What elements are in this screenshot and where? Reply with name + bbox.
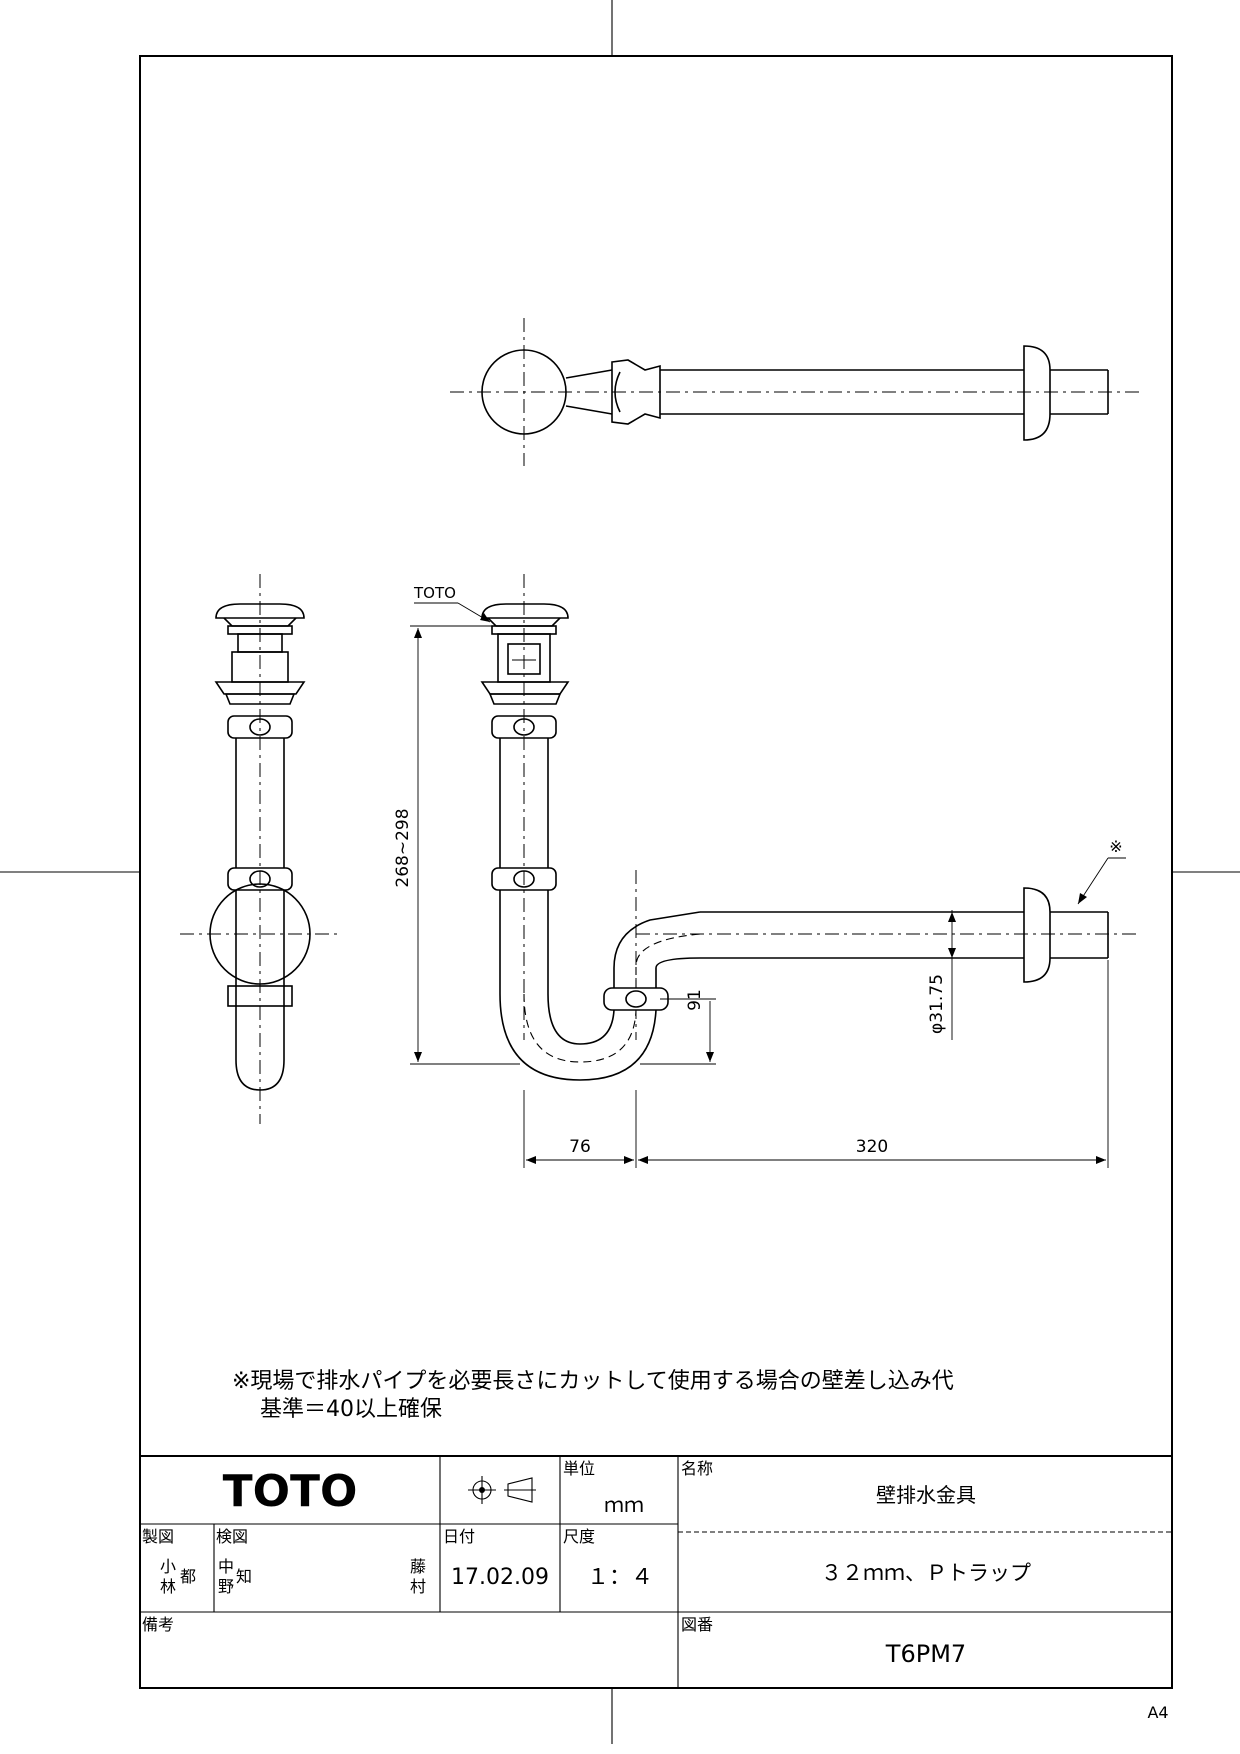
approved-by-2: 村 (410, 1577, 426, 1596)
drawing-no-header: 図番 (681, 1615, 713, 1634)
checked-by-3: 知 (236, 1567, 252, 1586)
scale-header: 尺度 (563, 1527, 595, 1546)
drawing-frame (139, 55, 1173, 1689)
date-header: 日付 (443, 1527, 475, 1546)
date-value: 17.02.09 (451, 1565, 549, 1590)
toto-leader-label: TOTO (413, 584, 456, 602)
dimension-lines (410, 602, 1126, 1168)
dim-pipe-diameter: φ31.75 (927, 974, 947, 1034)
note-line-1: ※現場で排水パイプを必要長さにカットして使用する場合の壁差し込み代 (232, 1369, 954, 1394)
dim-wall-length: 320 (856, 1137, 888, 1157)
note-line-2: 基準＝40以上確保 (260, 1397, 442, 1422)
callout-mark: ※ (1109, 837, 1122, 856)
remarks-header: 備考 (142, 1615, 174, 1634)
dim-height-range: 268~298 (393, 808, 413, 887)
drawn-by-3: 都 (180, 1567, 196, 1586)
paper-size: A4 (1147, 1703, 1168, 1722)
checked-header: 検図 (216, 1527, 248, 1546)
drawn-header: 製図 (142, 1527, 174, 1546)
title-block-grid (140, 1455, 1172, 1688)
unit-value: ｍｍ (604, 1493, 644, 1517)
approved-by-1: 藤 (410, 1557, 426, 1576)
company-logo: TOTO (223, 1466, 358, 1517)
drawn-by-2: 林 (160, 1577, 176, 1596)
name-value: 壁排水金具 (876, 1483, 976, 1507)
checked-by-1: 中 (218, 1557, 234, 1576)
name-header: 名称 (681, 1459, 713, 1478)
dim-offset: 76 (569, 1137, 591, 1157)
drawn-by-1: 小 (160, 1557, 176, 1576)
drawing-no-value: T6PM7 (885, 1640, 966, 1668)
top-view (450, 318, 1140, 466)
scale-value: １：４ (587, 1565, 653, 1590)
front-view (480, 574, 1140, 1081)
dim-trap-depth: 91 (685, 989, 705, 1011)
side-view (180, 574, 338, 1124)
unit-header: 単位 (563, 1459, 595, 1478)
checked-by-2: 野 (218, 1577, 234, 1596)
spec-value: ３２ｍｍ、Ｐトラップ (821, 1561, 1031, 1585)
